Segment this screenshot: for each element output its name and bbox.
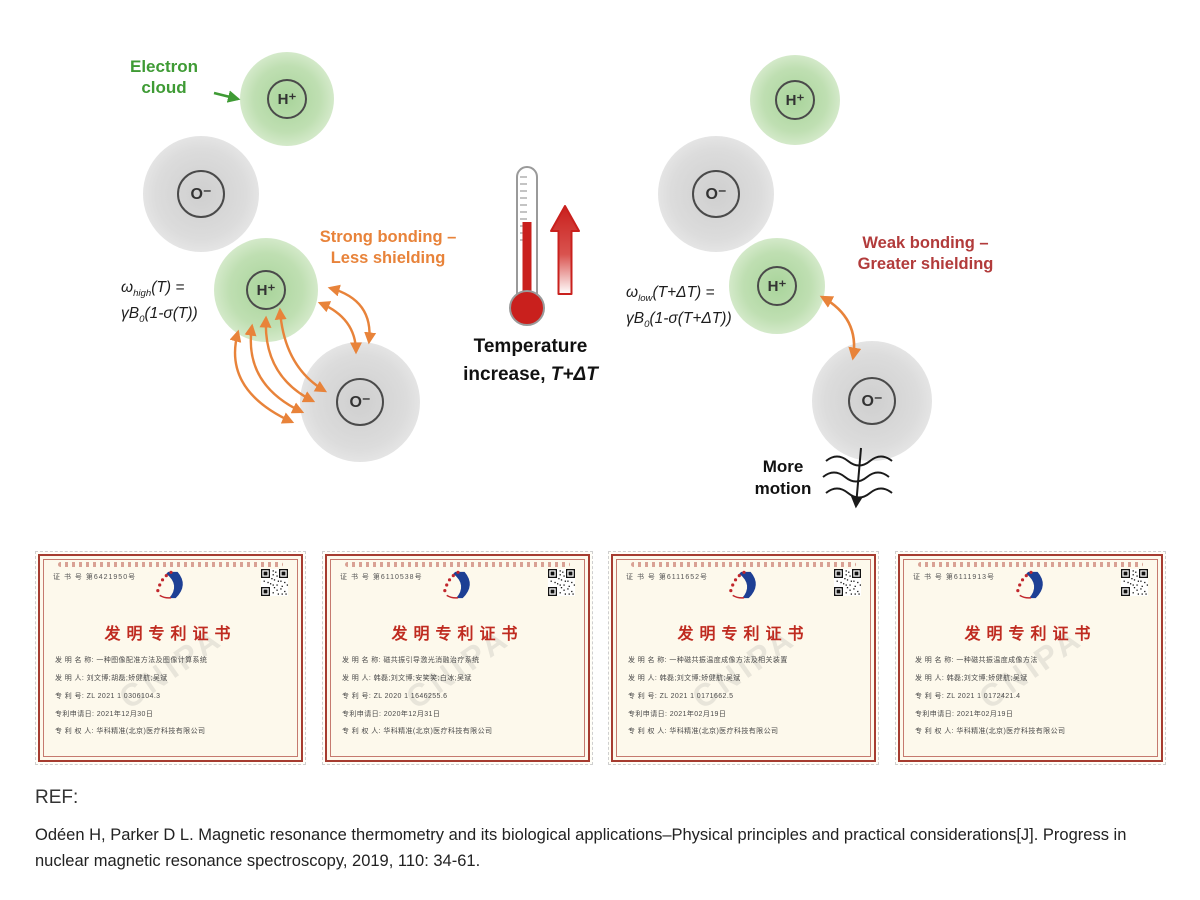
- formula-part: (T) =: [151, 279, 185, 296]
- atom-nucleus-ring: H⁺: [757, 266, 797, 306]
- formula-sub: low: [638, 293, 653, 305]
- inventors-line: 发 明 人: 韩磊;刘文博;矫健航;吴斌: [628, 674, 741, 682]
- hydrogen-atom: H⁺: [729, 238, 825, 334]
- certificate-fields: 发 明 名 称: 磁共振引导激光消融治疗系统 发 明 人: 韩磊;刘文博;安笑笑…: [342, 652, 576, 741]
- certificate-fields: 发 明 名 称: 一种磁共振温度成像方法及相关装置 发 明 人: 韩磊;刘文博;…: [628, 652, 862, 741]
- qr-code-icon: [1121, 569, 1148, 601]
- patent-number-line: 专 利 号: ZL 2021 1 0306104.3: [55, 692, 161, 700]
- formula-part: γB: [121, 304, 140, 322]
- oxygen-atom: O⁻: [658, 136, 774, 252]
- formula-part: ω: [626, 284, 639, 301]
- patent-certificate-4: CNIPA 证 书 号 第6111913号 发明专利证书 发 明 名 称: 一种…: [895, 551, 1166, 765]
- cnipa-logo-icon: [725, 569, 763, 606]
- formula-sub: high: [133, 288, 152, 300]
- patent-number-line: 专 利 号: ZL 2021 1 0171662.5: [628, 692, 734, 700]
- atom-label: H⁺: [277, 91, 297, 108]
- certificate-number: 证 书 号 第6111652号: [626, 574, 709, 581]
- formula-part: (1-σ(T+ΔT)): [649, 309, 732, 327]
- patent-certificates-row: CNIPA 证 书 号 第6421950号 发明专利证书 发 明 名 称: 一种…: [0, 551, 1200, 766]
- certificate-title: 发明专利证书: [964, 626, 1097, 643]
- atom-label: O⁻: [705, 186, 727, 203]
- formula-part: (T+ΔT) =: [652, 284, 715, 301]
- atom-label: H⁺: [785, 92, 805, 109]
- atom-nucleus-ring: H⁺: [775, 80, 815, 120]
- certificate-number: 证 书 号 第6111913号: [913, 574, 996, 581]
- ref-label: REF:: [35, 787, 79, 808]
- invention-name-line: 发 明 名 称: 一种磁共振温度成像方法: [915, 657, 1038, 664]
- patent-certificate-2: CNIPA 证 书 号 第6110538号 发明专利证书 发 明 名 称: 磁共…: [322, 551, 593, 765]
- invention-name-line: 发 明 名 称: 一种磁共振温度成像方法及相关装置: [628, 657, 788, 664]
- application-date-line: 专利申请日: 2021年12月30日: [55, 710, 154, 718]
- atom-label: H⁺: [256, 282, 276, 299]
- formula-sub: 0: [644, 318, 650, 330]
- certificate-number: 证 书 号 第6421950号: [53, 574, 137, 581]
- invention-name-line: 发 明 名 称: 一种图像配准方法及图像计算系统: [55, 657, 208, 664]
- certificate-fields: 发 明 名 称: 一种磁共振温度成像方法 发 明 人: 韩磊;刘文博;矫健航;吴…: [915, 652, 1149, 741]
- cnipa-logo-icon: [439, 569, 477, 606]
- increase-word: increase,: [463, 363, 551, 385]
- certificate-number: 证 书 号 第6110538号: [340, 574, 423, 581]
- strong-bonding-label: Strong bonding – Less shielding: [319, 228, 457, 267]
- formula-part: ω: [121, 279, 134, 296]
- patentee-line: 专 利 权 人: 华科精准(北京)医疗科技有限公司: [55, 728, 206, 736]
- electron-cloud-label: Electron cloud: [129, 57, 199, 98]
- oxygen-atom: O⁻: [300, 342, 420, 462]
- application-date-line: 专利申请日: 2020年12月31日: [342, 710, 441, 718]
- application-date-line: 专利申请日: 2021年02月19日: [915, 710, 1014, 718]
- certificate-frame: CNIPA 证 书 号 第6110538号 发明专利证书 发 明 名 称: 磁共…: [325, 554, 590, 762]
- temperature-up-arrow: [550, 205, 580, 295]
- certificate-frame: CNIPA 证 书 号 第6111913号 发明专利证书 发 明 名 称: 一种…: [898, 554, 1163, 762]
- formula-sub: 0: [139, 313, 145, 325]
- temperature-word: Temperature: [473, 336, 588, 357]
- weak-bonding-label: Weak bonding – Greater shielding: [857, 234, 994, 273]
- temperature-increase-label: Temperature increase, T+ΔT: [428, 333, 633, 388]
- certificate-title: 发明专利证书: [677, 626, 810, 643]
- patent-certificate-3: CNIPA 证 书 号 第6111652号 发明专利证书 发 明 名 称: 一种…: [608, 551, 879, 765]
- cnipa-logo-icon: [152, 569, 190, 606]
- more-motion-label: More motion: [754, 457, 812, 499]
- formula-part: (1-σ(T)): [144, 304, 198, 322]
- cnipa-logo-icon: [1012, 569, 1050, 606]
- atom-label: O⁻: [861, 393, 883, 410]
- certificate-title: 发明专利证书: [104, 626, 237, 643]
- application-date-line: 专利申请日: 2021年02月19日: [628, 710, 727, 718]
- atom-label: O⁻: [190, 186, 212, 203]
- delta-t-math: T+ΔT: [550, 363, 598, 385]
- inventors-line: 发 明 人: 刘文博;胡磊;矫健航;吴斌: [55, 674, 168, 682]
- hydrogen-atom: H⁺: [750, 55, 840, 145]
- atom-nucleus-ring: O⁻: [692, 170, 740, 218]
- atom-nucleus-ring: O⁻: [177, 170, 225, 218]
- omega-high-formula: ωhigh(T) = γB0(1-σ(T)): [121, 276, 251, 327]
- patentee-line: 专 利 权 人: 华科精准(北京)医疗科技有限公司: [342, 728, 493, 736]
- invention-name-line: 发 明 名 称: 磁共振引导激光消融治疗系统: [342, 657, 480, 664]
- inventors-line: 发 明 人: 韩磊;刘文博;安笑笑;白冰;吴斌: [342, 674, 472, 682]
- qr-code-icon: [261, 569, 288, 601]
- certificate-frame: CNIPA 证 书 号 第6111652号 发明专利证书 发 明 名 称: 一种…: [611, 554, 876, 762]
- oxygen-atom: O⁻: [812, 341, 932, 461]
- certificate-title: 发明专利证书: [391, 626, 524, 643]
- atom-nucleus-ring: O⁻: [848, 377, 896, 425]
- thermometer-icon: [509, 166, 545, 326]
- atom-nucleus-ring: H⁺: [246, 270, 286, 310]
- patentee-line: 专 利 权 人: 华科精准(北京)医疗科技有限公司: [915, 728, 1066, 736]
- patent-number-line: 专 利 号: ZL 2021 1 0172421.4: [915, 692, 1021, 700]
- hydrogen-atom: H⁺: [240, 52, 334, 146]
- oxygen-atom: O⁻: [143, 136, 259, 252]
- atom-nucleus-ring: O⁻: [336, 378, 384, 426]
- patent-number-line: 专 利 号: ZL 2020 1 1646255.6: [342, 692, 448, 700]
- omega-low-formula: ωlow(T+ΔT) = γB0(1-σ(T+ΔT)): [626, 281, 776, 332]
- patentee-line: 专 利 权 人: 华科精准(北京)医疗科技有限公司: [628, 728, 779, 736]
- atom-label: O⁻: [349, 394, 371, 411]
- certificate-frame: CNIPA 证 书 号 第6421950号 发明专利证书 发 明 名 称: 一种…: [38, 554, 303, 762]
- inventors-line: 发 明 人: 韩磊;刘文博;矫健航;吴斌: [915, 674, 1028, 682]
- reference-citation: Odéen H, Parker D L. Magnetic resonance …: [35, 826, 1127, 871]
- atom-label: H⁺: [767, 278, 787, 295]
- patent-certificate-1: CNIPA 证 书 号 第6421950号 发明专利证书 发 明 名 称: 一种…: [35, 551, 306, 765]
- certificate-fields: 发 明 名 称: 一种图像配准方法及图像计算系统 发 明 人: 刘文博;胡磊;矫…: [55, 652, 289, 741]
- qr-code-icon: [834, 569, 861, 601]
- mr-thermometry-diagram: H⁺ O⁻ H⁺ O⁻ H⁺ O⁻ H⁺ O⁻ Electron cloud ω…: [121, 52, 994, 509]
- qr-code-icon: [548, 569, 575, 601]
- formula-part: γB: [626, 309, 645, 327]
- atom-nucleus-ring: H⁺: [267, 79, 307, 119]
